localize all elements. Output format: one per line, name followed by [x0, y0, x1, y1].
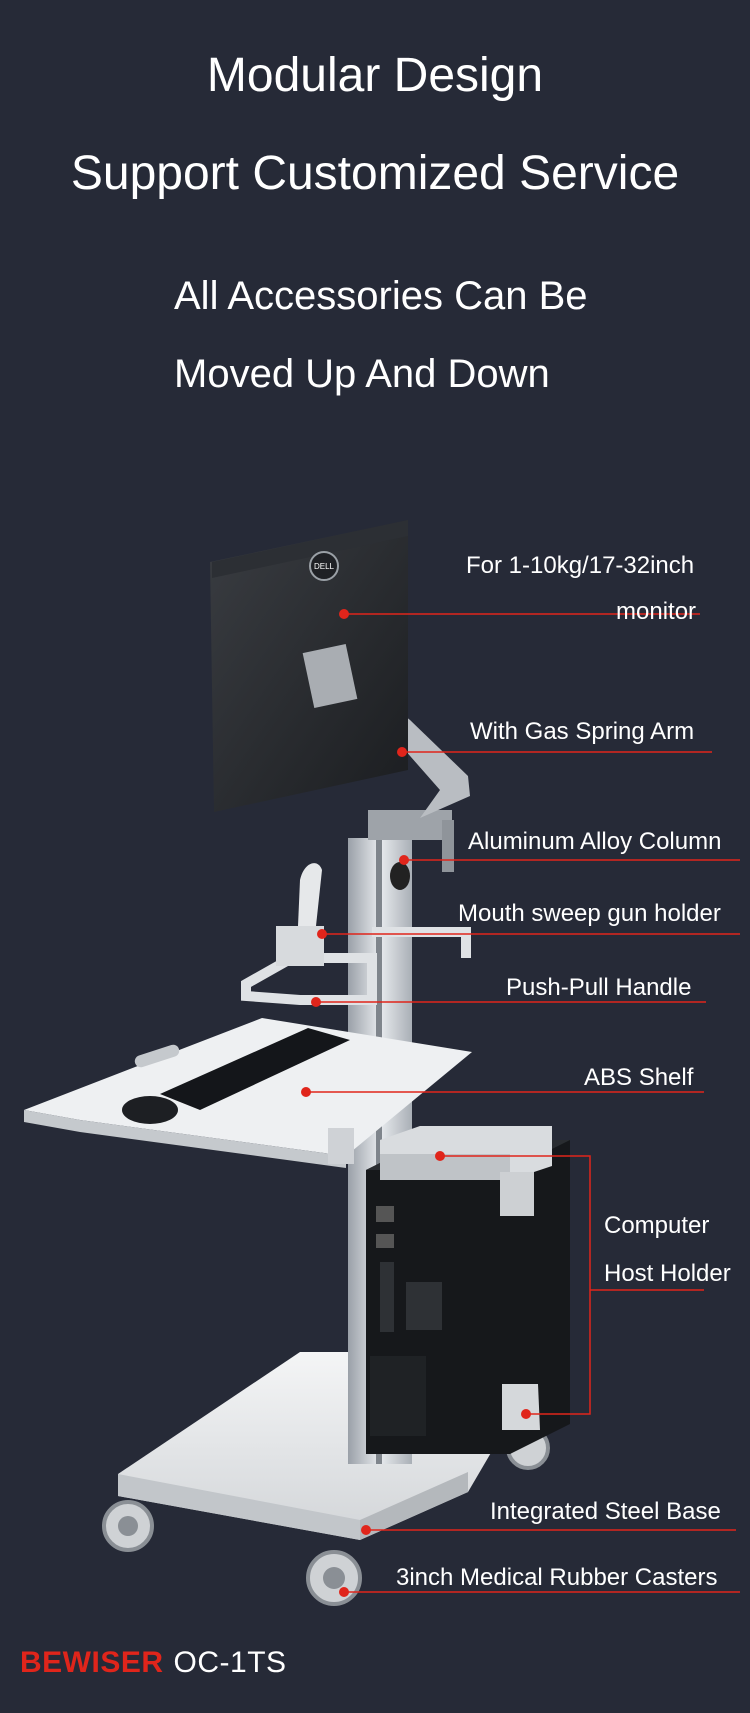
callout-line-host	[440, 1155, 591, 1415]
callout-dot-arm	[397, 747, 407, 757]
callout-dot-host	[435, 1151, 445, 1161]
subheading-line-1: All Accessories Can Be	[174, 274, 588, 318]
callout-arm: With Gas Spring Arm	[470, 718, 695, 745]
monitor: DELL	[210, 520, 408, 812]
abs-shelf	[24, 1018, 472, 1168]
callout-host-line-2: Host Holder	[604, 1260, 731, 1287]
callout-base: Integrated Steel Base	[490, 1498, 721, 1525]
brand-name: BEWISER	[20, 1646, 164, 1679]
callout-dot-monitor	[339, 609, 349, 619]
callout-handle: Push-Pull Handle	[506, 974, 692, 1001]
headline-line-1: Modular Design	[206, 49, 544, 102]
caster-front	[306, 1550, 362, 1606]
host-holder	[380, 1126, 552, 1430]
model-name: OC-1TS	[173, 1646, 287, 1679]
callout-lines	[306, 613, 740, 1593]
callout-dot-shelf	[301, 1087, 311, 1097]
subheading-line-2: Moved Up And Down	[174, 352, 550, 396]
callout-monitor-line-2: monitor	[616, 598, 697, 625]
callout-monitor-line-1: For 1-10kg/17-32inch	[466, 552, 695, 579]
caster-left	[102, 1500, 154, 1552]
callout-casters: 3inch Medical Rubber Casters	[396, 1564, 718, 1591]
callout-shelf: ABS Shelf	[584, 1064, 694, 1091]
monitor-logo: DELL	[314, 562, 335, 571]
computer-host	[366, 1140, 570, 1454]
callout-column: Aluminum Alloy Column	[468, 828, 722, 855]
brand-model-mark: BEWISER OC-1TS	[20, 1646, 287, 1680]
callout-dots	[301, 609, 531, 1597]
headline-line-2: Support Customized Service	[70, 147, 680, 200]
callout-dot-column	[399, 855, 409, 865]
callout-dot-host-2	[521, 1409, 531, 1419]
callout-gun-holder: Mouth sweep gun holder	[458, 900, 721, 927]
callout-dot-handle	[311, 997, 321, 1007]
callout-dot-gun-holder	[317, 929, 327, 939]
callout-dot-base	[361, 1525, 371, 1535]
gun-holder	[276, 863, 324, 966]
callout-dot-casters	[339, 1587, 349, 1597]
callout-host-line-1: Computer	[604, 1212, 710, 1239]
